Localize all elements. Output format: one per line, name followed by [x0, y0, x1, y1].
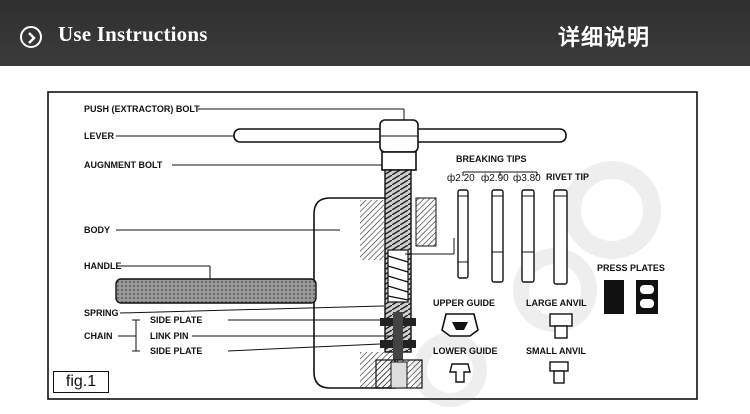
- spring: [387, 249, 409, 303]
- section-title-chinese: 详细说明: [558, 26, 651, 51]
- label-large-anvil: LARGE ANVIL: [526, 298, 587, 308]
- label-chain: CHAIN: [84, 331, 113, 341]
- label-body: BODY: [84, 225, 111, 235]
- label-rivet-tip: RIVET TIP: [546, 172, 590, 182]
- label-link-pin: LINK PIN: [150, 331, 189, 341]
- header-bar: Use Instructions 详细说明: [0, 0, 750, 66]
- label-side-plate-top: SIDE PLATE: [150, 315, 203, 325]
- label-upper-guide: UPPER GUIDE: [433, 298, 496, 308]
- label-spring: SPRING: [84, 308, 119, 318]
- label-side-plate-bottom: SIDE PLATE: [150, 346, 203, 356]
- small-anvil: [549, 361, 569, 372]
- label-press-plates: PRESS PLATES: [597, 263, 665, 273]
- label-small-anvil: SMALL ANVIL: [526, 346, 586, 356]
- label-lever: LEVER: [84, 131, 115, 141]
- label-tip-2: ф2.90: [481, 173, 509, 184]
- label-alignment-bolt: AUGNMENT BOLT: [84, 160, 163, 170]
- section-title: Use Instructions: [58, 22, 208, 46]
- handle: [115, 278, 317, 304]
- lower-guide: [449, 363, 471, 383]
- figure-label: fig.1: [53, 371, 109, 393]
- label-lower-guide: LOWER GUIDE: [433, 346, 498, 356]
- large-anvil: [549, 313, 573, 327]
- chevron-right-icon: [20, 26, 42, 48]
- body-hatch-top: [360, 200, 384, 260]
- label-tip-3: ф3.80: [513, 173, 541, 184]
- label-push-bolt: PUSH (EXTRACTOR) BOLT: [84, 104, 200, 114]
- label-handle: HANDLE: [84, 261, 122, 271]
- breaking-tips: [457, 189, 568, 285]
- press-plate-left: [604, 280, 624, 314]
- label-breaking-tips: BREAKING TIPS: [456, 154, 527, 164]
- label-tip-1: ф2.20: [447, 173, 475, 184]
- alignment-bolt: [381, 151, 417, 171]
